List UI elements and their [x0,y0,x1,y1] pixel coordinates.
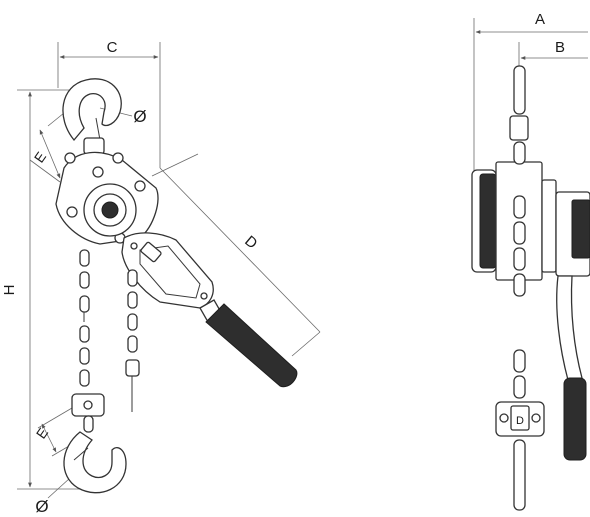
bottom-hook-block [71,393,105,433]
dimension-h: H [1,89,80,490]
label-diameter-top: Ø [133,107,146,126]
side-top-hook [509,65,529,141]
label-e-bottom: E [33,425,51,442]
dimension-b: B [518,39,588,70]
hoist-body [55,151,159,245]
side-chain [513,141,526,399]
label-b: B [555,39,565,56]
free-chain [125,269,140,412]
lever-plate [121,232,214,309]
side-view: A B [471,11,590,511]
diameter-bottom: Ø [35,477,71,516]
label-d: D [241,233,260,253]
front-view: C H E E D [1,39,321,516]
label-c: C [107,39,118,56]
label-h: H [1,285,18,296]
label-d-small: D [516,415,524,427]
lever-handle [199,299,298,388]
label-diameter-bottom: Ø [35,497,48,516]
side-lever [556,275,587,461]
side-body [471,161,590,281]
side-bottom-block: D [495,401,545,511]
label-e-top: E [31,149,49,166]
top-hook [62,78,122,155]
load-chain [79,249,90,387]
dimension-c: C [57,39,161,168]
label-a: A [535,11,545,28]
bottom-hook [63,431,127,494]
